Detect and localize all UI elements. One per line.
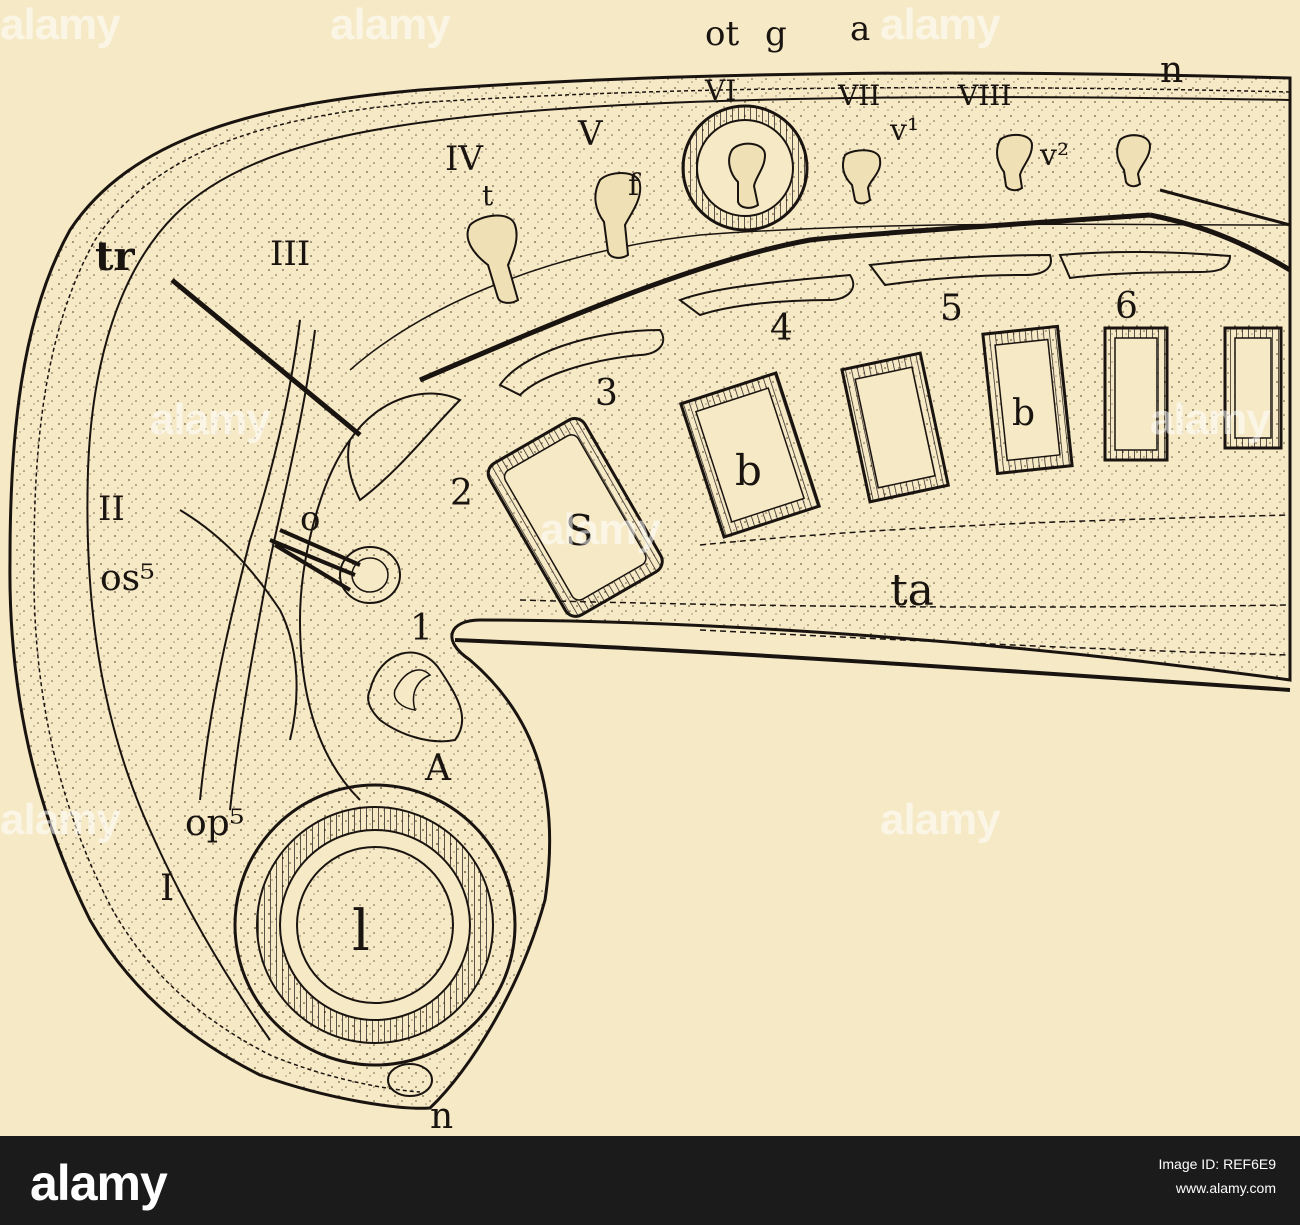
label-ot: ot <box>705 14 739 54</box>
label-n-bottom: n <box>430 1096 453 1136</box>
optic-stalk <box>199 319 316 811</box>
image-id: Image ID: REF6E9 <box>1158 1156 1277 1172</box>
label-VIII: VIII <box>957 79 1011 112</box>
label-II: II <box>98 489 125 529</box>
watermark: alamy <box>330 0 451 49</box>
label-VII: VII <box>837 79 880 112</box>
label-ta: ta <box>890 565 934 616</box>
watermark: alamy <box>540 505 661 554</box>
embryo-head-diagram: n ot g a IV t V f VI VII VIII v¹ v² tr I… <box>8 9 1292 1136</box>
nerve-fan <box>269 528 361 592</box>
label-f: f <box>628 168 641 203</box>
label-2: 2 <box>450 473 473 514</box>
label-l: l <box>352 899 370 964</box>
label-IV: IV <box>445 139 484 179</box>
nerve-line <box>419 212 1292 383</box>
watermark: alamy <box>880 0 1001 49</box>
label-a: a <box>850 9 870 49</box>
gill-slits <box>486 324 1283 618</box>
label-1: 1 <box>410 608 433 649</box>
label-tr: tr <box>95 233 135 280</box>
label-b2: b <box>1012 393 1035 434</box>
label-op5: op⁵ <box>185 803 244 844</box>
nerve-branch <box>1159 188 1291 227</box>
otocyst-ganglion <box>728 142 767 209</box>
body-outline <box>8 71 1292 1110</box>
label-t: t <box>482 179 494 212</box>
ventral-outline <box>454 638 1291 692</box>
label-b1: b <box>735 446 762 495</box>
label-v1: v¹ <box>889 113 919 148</box>
label-A: A <box>424 748 452 789</box>
label-3: 3 <box>595 373 618 414</box>
tr-line <box>170 278 362 437</box>
label-I: I <box>160 868 174 909</box>
watermark: alamy <box>1150 395 1271 444</box>
gut-dashed-outline <box>519 514 1291 656</box>
os5-line <box>179 509 298 741</box>
label-v2: v² <box>1039 138 1069 173</box>
body-inner-outline <box>33 86 1291 1093</box>
watermark: alamy <box>150 395 271 444</box>
watermark: alamy <box>880 795 1001 844</box>
label-n-top: n <box>1160 50 1183 91</box>
brand-logo[interactable]: alamy <box>30 1155 168 1211</box>
label-III: III <box>270 234 310 274</box>
brain-inner-line <box>349 223 1291 371</box>
label-V: V <box>577 114 604 154</box>
label-VI: VI <box>704 74 736 107</box>
label-6: 6 <box>1115 286 1138 327</box>
label-S: S <box>565 506 594 555</box>
oral-outline <box>298 439 361 801</box>
structure-A <box>367 651 464 743</box>
arch-grooves <box>347 251 1232 502</box>
labels: n ot g a IV t V f VI VII VIII v¹ v² tr I… <box>95 9 1183 1136</box>
watermark: alamy <box>0 795 121 844</box>
lens <box>296 846 454 1004</box>
footer-bar: alamy Image ID: REF6E9 www.alamy.com <box>0 1136 1300 1225</box>
label-5: 5 <box>940 288 963 329</box>
nasal-pit <box>387 1063 433 1097</box>
label-os5: os⁵ <box>100 558 155 599</box>
label-4: 4 <box>770 308 793 349</box>
watermark: alamy <box>0 0 121 49</box>
label-g: g <box>765 14 787 54</box>
label-o: o <box>300 499 320 539</box>
site-link[interactable]: www.alamy.com <box>1175 1180 1276 1196</box>
brain-outline <box>86 96 1291 1041</box>
ganglia <box>466 133 1152 304</box>
